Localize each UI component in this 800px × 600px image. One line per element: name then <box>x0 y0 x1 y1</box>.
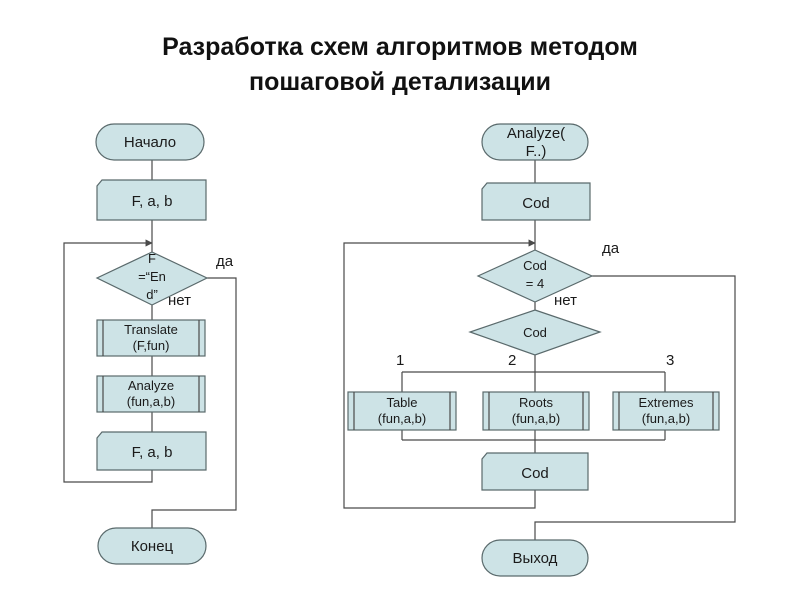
right-exit-terminator <box>481 539 589 577</box>
left-no-label: нет <box>168 292 191 309</box>
left-analyze-process <box>96 375 206 413</box>
right-cod-parallelogram <box>481 182 591 221</box>
left-input2-parallelogram <box>96 431 207 471</box>
left-analyze-line-1: Analyze <box>128 378 174 393</box>
roots-line-1: Roots <box>519 395 553 410</box>
case-3-label: 3 <box>666 352 674 369</box>
roots-process <box>482 391 590 431</box>
right-switch-label: Cod <box>523 325 547 340</box>
left-yes-label: да <box>216 253 234 270</box>
left-translate-line-2: (F,fun) <box>133 338 170 353</box>
right-start-line-1: Analyze( <box>507 125 565 142</box>
left-start-terminator <box>95 123 205 161</box>
right-decision-line-1: Cod <box>523 258 547 273</box>
table-line-2: (fun,a,b) <box>378 411 426 426</box>
left-end-terminator <box>97 527 207 565</box>
table-line-1: Table <box>386 395 417 410</box>
right-flowchart: Analyze( F..) Cod Cod = 4 да нет Cod 1 2… <box>343 123 736 577</box>
left-end-label: Конец <box>131 538 174 555</box>
table-process <box>347 391 457 431</box>
right-decision-diamond <box>476 249 594 303</box>
right-connectors <box>343 160 736 540</box>
right-switch-diamond <box>468 309 602 356</box>
left-translate-line-1: Translate <box>124 322 178 337</box>
right-decision-line-2: = 4 <box>526 276 544 291</box>
right-cod2-label: Cod <box>521 465 549 482</box>
right-start-terminator <box>481 123 589 161</box>
left-input2-label: F, a, b <box>132 444 173 461</box>
right-yes-label: да <box>602 240 620 257</box>
left-decision-diamond <box>95 251 209 306</box>
extremes-line-1: Extremes <box>639 395 694 410</box>
right-start-line-2: F..) <box>526 143 547 160</box>
right-cod2-parallelogram <box>481 452 589 491</box>
case-2-label: 2 <box>508 352 516 369</box>
left-decision-line-3: d” <box>146 287 158 302</box>
left-decision-line-1: F <box>148 251 156 266</box>
extremes-process <box>612 391 720 431</box>
right-cod-label: Cod <box>522 195 550 212</box>
left-connectors <box>63 160 237 528</box>
left-input-parallelogram <box>96 179 207 221</box>
left-start-label: Начало <box>124 134 176 151</box>
case-1-label: 1 <box>396 352 404 369</box>
left-decision-line-2: =“En <box>138 269 166 284</box>
right-no-label: нет <box>554 292 577 309</box>
left-analyze-line-2: (fun,a,b) <box>127 394 175 409</box>
extremes-line-2: (fun,a,b) <box>642 411 690 426</box>
title-line-2: пошаговой детализации <box>248 68 552 96</box>
left-translate-process <box>96 319 206 357</box>
title-line-1: Разработка схем алгоритмов методом <box>162 33 638 61</box>
left-flowchart: Начало F, a, b F =“En d” да нет Translat… <box>63 123 237 565</box>
right-exit-label: Выход <box>513 550 558 567</box>
left-input-label: F, a, b <box>132 193 173 210</box>
slide-title: Разработка схем алгоритмов методом пошаг… <box>0 30 800 100</box>
roots-line-2: (fun,a,b) <box>512 411 560 426</box>
